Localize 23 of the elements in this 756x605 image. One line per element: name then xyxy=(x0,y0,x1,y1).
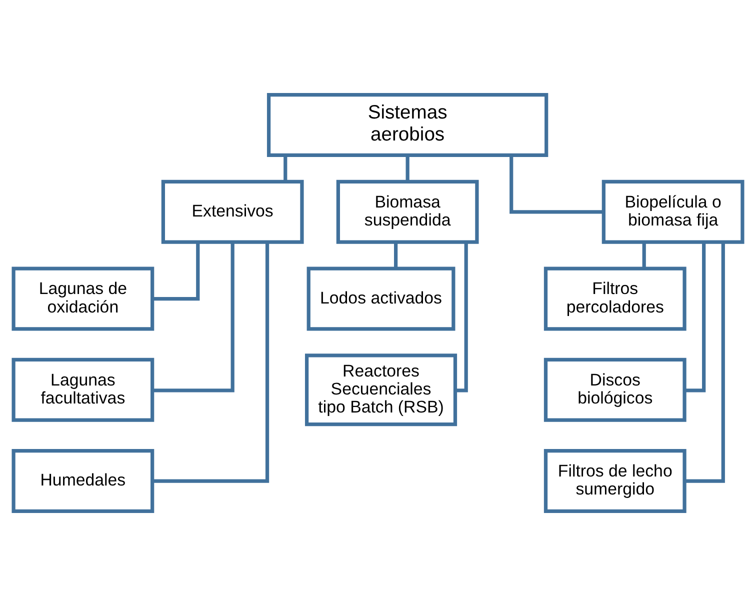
node-box: Sistemas aerobios xyxy=(266,92,548,156)
connector xyxy=(152,242,200,300)
node-box: Lodos activados xyxy=(306,266,456,330)
node-box: Biomasa suspendida xyxy=(336,179,479,244)
connector xyxy=(510,154,604,214)
connector xyxy=(684,242,706,392)
connector xyxy=(284,154,288,181)
connector xyxy=(455,242,468,392)
connector xyxy=(152,242,234,392)
node-box: Extensivos xyxy=(161,179,304,244)
connector xyxy=(642,242,646,268)
node-box: Reactores Secuenciales tipo Batch (RSB) xyxy=(305,353,458,426)
connector xyxy=(394,242,398,268)
node-box: Biopelícula o biomasa fija xyxy=(602,179,744,244)
node-box: Discos biológicos xyxy=(544,357,686,422)
connector xyxy=(684,242,725,482)
node-box: Filtros de lecho sumergido xyxy=(544,448,686,512)
node-box: Lagunas facultativas xyxy=(12,357,154,422)
node-box: Humedales xyxy=(12,448,154,512)
node-box: Filtros percoladores xyxy=(544,266,686,330)
node-box: Lagunas de oxidación xyxy=(12,266,154,330)
connector xyxy=(152,242,270,482)
connector xyxy=(406,154,410,181)
